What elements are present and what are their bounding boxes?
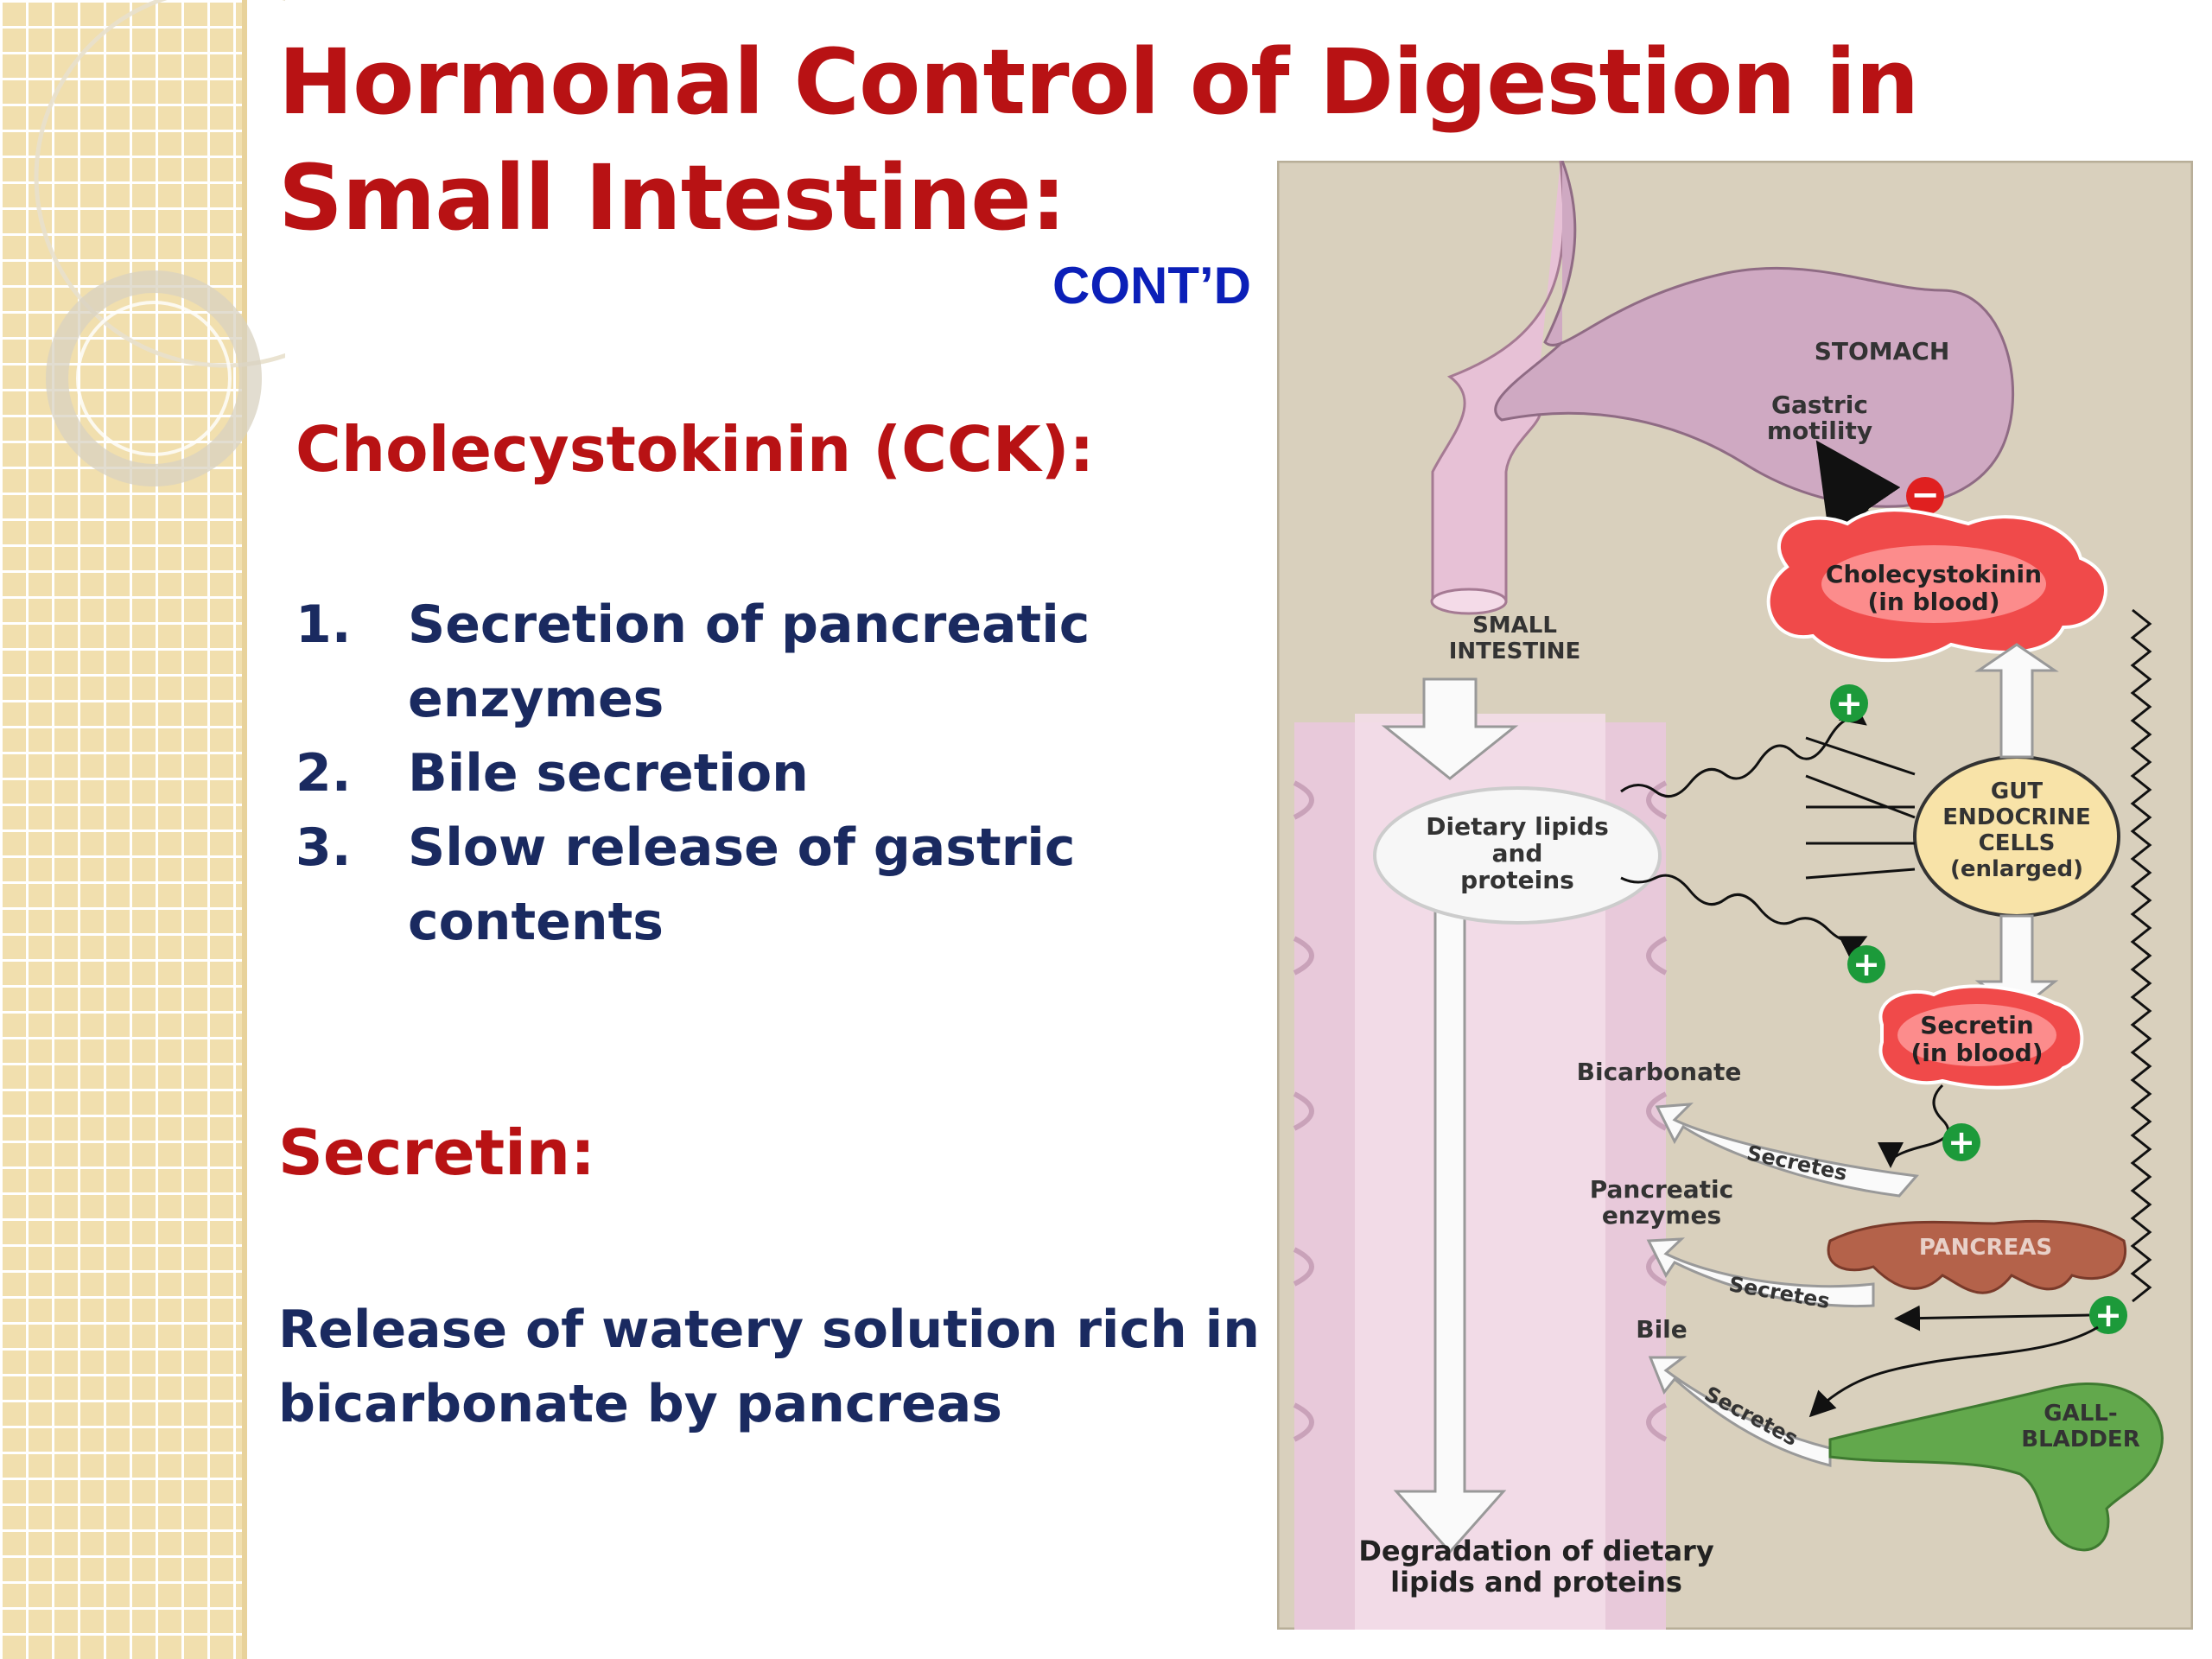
cck-label-2: (in blood) (1867, 588, 1999, 616)
tube-opening (1430, 588, 1508, 615)
list-item: 1. Secretion of pancreatic enzymes (296, 588, 1203, 736)
minus-sign: − (1910, 475, 1940, 515)
list-text: Secretion of pancreatic enzymes (408, 594, 1090, 729)
plus-badge (1847, 945, 1885, 983)
list-item: 2. Bile secretion (296, 736, 1203, 810)
plus-badge (2089, 1296, 2127, 1334)
degradation-label-2: lipids and proteins (1390, 1566, 1682, 1599)
list-number: 3. (296, 817, 352, 878)
dietary-label-1: Dietary lipids (1426, 812, 1608, 841)
intestine-fold (1293, 780, 1314, 1442)
degradation-label-1: Degradation of dietary (1358, 1535, 1714, 1567)
cck-heading: Cholecystokinin (CCK): (296, 413, 1095, 486)
list-number: 2. (296, 743, 352, 804)
pancreatic-label-2: enzymes (1602, 1201, 1721, 1230)
pancreas-label: PANCREAS (1919, 1235, 2052, 1261)
cck-effects-list: 1. Secretion of pancreatic enzymes 2. Bile… (296, 588, 1203, 959)
plus-sign: + (1948, 1123, 1975, 1161)
small-intestine-label-1: SMALL (1472, 613, 1557, 639)
sidebar-edge (242, 0, 247, 1659)
arrow-to-cck (1974, 643, 2059, 759)
cck-blob-highlight (1821, 545, 2046, 623)
duodenum-tube (1431, 161, 1566, 603)
receptor-lines (1805, 736, 1916, 880)
cck-to-pancreas-arrow (1894, 1305, 2090, 1332)
minus-badge (1906, 477, 1944, 515)
wavy-arrow-upper (1620, 699, 1867, 798)
wavy-arrow-lower (1620, 874, 1868, 960)
secretes-arrow-enzymes (1646, 1237, 1875, 1308)
pancreatic-label-1: Pancreatic (1590, 1175, 1733, 1204)
secretin-description: Release of watery solution rich in bicar… (278, 1300, 1260, 1434)
ring-large (34, 0, 285, 368)
ring-medium-inner (76, 301, 232, 456)
zigzag-cck-path (2130, 608, 2152, 1303)
gut-label-2: ENDOCRINE (1942, 804, 2091, 830)
secretin-label-1: Secretin (1920, 1011, 2033, 1039)
continued-label: CONT’D (1052, 257, 1251, 315)
plus-sign: + (2094, 1296, 2122, 1334)
list-text: Bile secretion (408, 743, 809, 804)
dietary-label-2: and (1492, 839, 1543, 868)
gut-label-3: CELLS (1979, 830, 2056, 856)
secretes-arrow-bicarbonate (1655, 1103, 1919, 1198)
stomach-shape (1494, 161, 2014, 508)
secretin-heading: Secretin: (278, 1116, 595, 1189)
gallbladder-label-2: BLADDER (2021, 1427, 2139, 1452)
list-number: 1. (296, 594, 352, 655)
gastric-motility-label-2: motility (1767, 416, 1872, 445)
plus-sign: + (1853, 945, 1880, 983)
list-item: 3. Slow release of gastric contents (296, 810, 1203, 959)
gallbladder-label-1: GALL- (2044, 1401, 2117, 1427)
plus-badge (1942, 1123, 1980, 1161)
gallbladder-shape (1828, 1382, 2164, 1552)
small-intestine-label-2: INTESTINE (1449, 639, 1581, 664)
gut-label-1: GUT (1991, 779, 2043, 804)
ring-medium (46, 270, 262, 486)
plus-sign: + (1835, 684, 1863, 722)
list-text: Slow release of gastric contents (408, 817, 1076, 952)
intestine-fold-right (1646, 780, 1668, 1442)
flow-arrow-main (1393, 893, 1507, 1554)
stomach-label: STOMACH (1815, 337, 1950, 365)
gastric-motility-label-1: Gastric (1771, 391, 1868, 419)
secretin-label-2: (in blood) (1910, 1039, 2043, 1067)
pancreas-shape (1827, 1219, 2127, 1294)
cck-label-1: Cholecystokinin (1826, 560, 2042, 588)
secretes-arrow-bile (1648, 1356, 1832, 1467)
flow-arrow-top (1381, 677, 1519, 780)
plus-badge (1830, 684, 1868, 722)
dietary-label-3: proteins (1460, 866, 1574, 894)
bile-label: Bile (1636, 1315, 1688, 1344)
bicarbonate-label: Bicarbonate (1577, 1058, 1742, 1086)
secretin-blob-highlight (1897, 1004, 2056, 1066)
diagram-border (1277, 161, 2193, 1630)
cck-to-gallbladder-arrow (1808, 1325, 2099, 1418)
gut-label-4: (enlarged) (1950, 856, 2083, 882)
dietary-ellipse (1373, 786, 1662, 925)
digestion-diagram: STOMACH Gastric motility − Cholecystokin… (1277, 161, 2193, 1630)
inhibition-arrow (1815, 440, 1904, 565)
slide-title: Hormonal Control of Digestion in Small I… (278, 29, 1919, 251)
decorative-rings (34, 0, 285, 486)
